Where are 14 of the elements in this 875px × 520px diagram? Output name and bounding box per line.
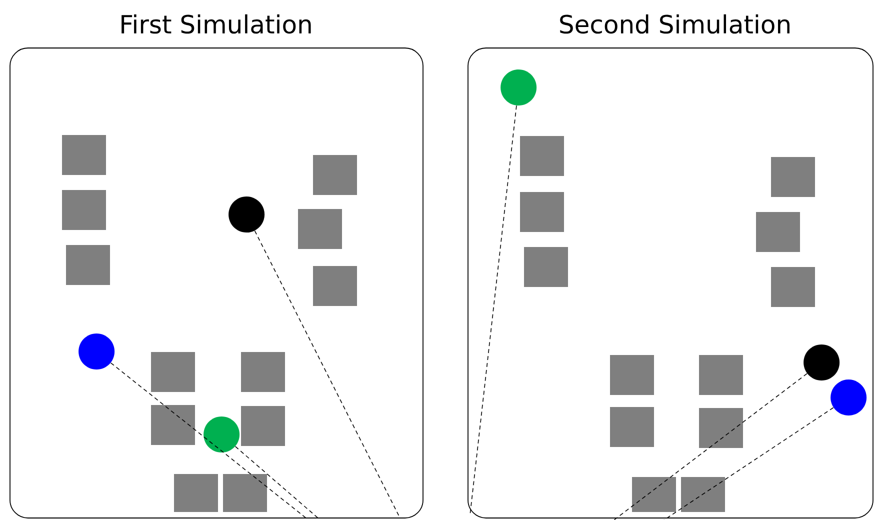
ball bbox=[228, 196, 265, 233]
ball bbox=[500, 70, 537, 106]
dashed-path bbox=[254, 230, 400, 518]
dashed-path bbox=[110, 362, 306, 518]
ball bbox=[78, 334, 115, 370]
dashed-path bbox=[470, 105, 517, 516]
ball bbox=[204, 416, 240, 453]
dashed-path bbox=[234, 446, 318, 518]
ball bbox=[830, 380, 867, 416]
ball bbox=[804, 344, 840, 381]
node-label: Second Simulation bbox=[560, 14, 790, 34]
dashed-path bbox=[614, 373, 808, 520]
node-label: First Simulation bbox=[122, 14, 311, 34]
dashed-path bbox=[664, 407, 834, 520]
